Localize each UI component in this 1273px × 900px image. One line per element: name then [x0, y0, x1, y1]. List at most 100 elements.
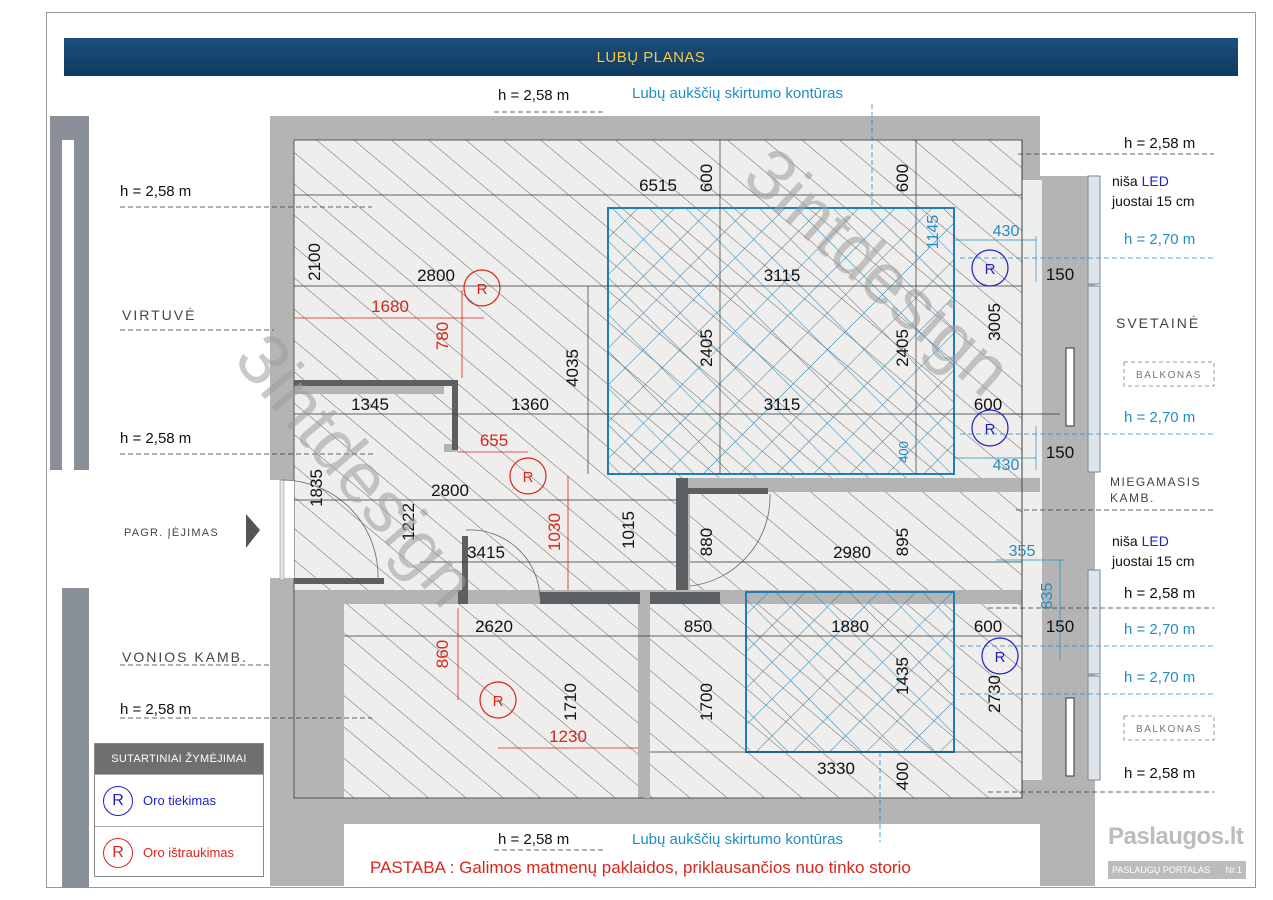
- svg-text:150: 150: [1046, 617, 1074, 636]
- svg-text:1030: 1030: [545, 513, 564, 551]
- legend-exhaust: R Oro ištraukimas: [95, 826, 263, 878]
- contour-leaders: [871, 104, 1214, 842]
- svg-text:R: R: [523, 469, 534, 486]
- brand-name: Paslaugos.lt: [1108, 823, 1244, 850]
- legend-box: SUTARTINIAI ŽYMĖJIMAI R Oro tiekimas R O…: [94, 743, 264, 877]
- svg-text:juostai 15 cm: juostai 15 cm: [1111, 553, 1194, 569]
- room-labels: VIRTUVĖ SVETAINĖ MIEGAMASIS KAMB. PAGR. …: [122, 306, 1201, 665]
- svg-text:600: 600: [974, 395, 1002, 414]
- svg-text:R: R: [477, 281, 488, 298]
- svg-text:h = 2,58 m: h = 2,58 m: [498, 831, 569, 848]
- svg-text:850: 850: [684, 617, 712, 636]
- svg-text:3330: 3330: [817, 759, 855, 778]
- vent-supply-bedroom: R: [981, 637, 1019, 675]
- svg-text:h = 2,58 m: h = 2,58 m: [1124, 585, 1195, 602]
- svg-text:1710: 1710: [561, 683, 580, 721]
- svg-text:2620: 2620: [475, 617, 513, 636]
- svg-text:6515: 6515: [639, 176, 677, 195]
- svg-text:600: 600: [974, 617, 1002, 636]
- led-niche-note-bottom: niša LED juostai 15 cm: [1111, 533, 1194, 569]
- svg-text:niša LED: niša LED: [1112, 173, 1169, 189]
- svg-text:1222: 1222: [399, 503, 418, 541]
- raised-ceiling-living: [607, 207, 955, 475]
- svg-text:R: R: [493, 693, 504, 710]
- bottom-gap: [344, 824, 1040, 886]
- svg-text:juostai 15 cm: juostai 15 cm: [1111, 193, 1194, 209]
- svg-text:h = 2,70 m: h = 2,70 m: [1124, 231, 1195, 248]
- balcony-tag-top: BALKONAS: [1123, 361, 1215, 387]
- svg-text:430: 430: [993, 223, 1020, 240]
- svg-text:h = 2,58 m: h = 2,58 m: [1124, 135, 1195, 152]
- brand-logo[interactable]: Paslaugos.lt PASLAUGŲ PORTALAS Nr.1: [1108, 823, 1246, 881]
- vent-exhaust-hall: R: [509, 457, 547, 495]
- svg-text:h = 2,58 m: h = 2,58 m: [498, 87, 569, 104]
- svg-text:niša LED: niša LED: [1112, 533, 1169, 549]
- legend-exhaust-label: Oro ištraukimas: [143, 845, 235, 860]
- led-niche-note-top: niša LED juostai 15 cm: [1111, 173, 1194, 209]
- bottom-right-wall: [1040, 824, 1095, 886]
- svg-text:150: 150: [1046, 443, 1074, 462]
- exhaust-vent-icon: R: [103, 837, 133, 868]
- svg-text:h = 2,58 m: h = 2,58 m: [120, 183, 191, 200]
- svg-text:SVETAINĖ: SVETAINĖ: [1116, 314, 1200, 331]
- vent-exhaust-kitchen: R: [463, 269, 501, 307]
- svg-text:880: 880: [697, 528, 716, 556]
- svg-text:Lubų aukščių skirtumo kontūras: Lubų aukščių skirtumo kontūras: [632, 831, 843, 848]
- svg-text:1680: 1680: [371, 297, 409, 316]
- svg-text:R: R: [985, 261, 996, 278]
- bath-door-swing: [465, 529, 541, 599]
- svg-text:1700: 1700: [697, 683, 716, 721]
- dimension-texts: 6515 2800 3115 1345 1360 3115 600 150 15…: [351, 176, 1074, 778]
- svg-text:Lubų aukščių skirtumo kontūras: Lubų aukščių skirtumo kontūras: [632, 85, 843, 102]
- svg-text:895: 895: [893, 528, 912, 556]
- contour-dimension-texts: 430 430 1145 400 355 835: [896, 215, 1056, 610]
- svg-text:1230: 1230: [549, 727, 587, 746]
- svg-text:VONIOS KAMB.: VONIOS KAMB.: [122, 649, 248, 665]
- svg-text:4035: 4035: [563, 349, 582, 387]
- dimension-texts-vertical: 2100 600 600 4035 2405 2405 3005 1835 12…: [305, 164, 1004, 790]
- raised-ceiling-bedroom: [745, 591, 955, 753]
- svg-text:h = 2,58 m: h = 2,58 m: [120, 701, 191, 718]
- legend-heading: SUTARTINIAI ŽYMĖJIMAI: [95, 744, 263, 774]
- svg-text:3115: 3115: [764, 266, 801, 285]
- bedroom-door-swing: [689, 493, 771, 587]
- svg-text:2100: 2100: [305, 243, 324, 281]
- height-leaders: [120, 111, 1214, 851]
- svg-text:400: 400: [893, 762, 912, 790]
- svg-text:MIEGAMASIS: MIEGAMASIS: [1110, 475, 1201, 489]
- notch-top-right: [1040, 116, 1100, 176]
- vent-supply-living-1: R: [971, 249, 1009, 287]
- svg-text:600: 600: [893, 164, 912, 192]
- brand-sub-label: PASLAUGŲ PORTALAS: [1112, 865, 1211, 875]
- svg-text:355: 355: [1009, 543, 1036, 560]
- left-wall-lower: [62, 588, 89, 888]
- svg-text:2405: 2405: [893, 329, 912, 367]
- svg-text:VIRTUVĖ: VIRTUVĖ: [122, 306, 196, 323]
- svg-text:KAMB.: KAMB.: [1110, 491, 1155, 505]
- svg-text:150: 150: [1046, 265, 1074, 284]
- svg-text:780: 780: [433, 322, 452, 350]
- windows: [1065, 175, 1101, 781]
- svg-text:2980: 2980: [833, 543, 871, 562]
- brand-subtitle: PASLAUGŲ PORTALAS Nr.1: [1108, 861, 1246, 879]
- svg-text:3115: 3115: [764, 395, 801, 414]
- height-labels: h = 2,58 m h = 2,58 m h = 2,58 m h = 2,5…: [120, 87, 1195, 848]
- bedroom-wall: [1022, 478, 1040, 492]
- legend-supply: R Oro tiekimas: [95, 774, 263, 826]
- balcony-tag-bottom: BALKONAS: [1123, 715, 1215, 741]
- svg-text:600: 600: [697, 164, 716, 192]
- svg-text:R: R: [995, 649, 1006, 666]
- svg-text:h = 2,70 m: h = 2,70 m: [1124, 409, 1195, 426]
- internal-walls: [294, 380, 768, 604]
- entrance-door-swing: [281, 479, 379, 579]
- svg-text:1360: 1360: [511, 395, 549, 414]
- svg-text:h = 2,58 m: h = 2,58 m: [120, 430, 191, 447]
- svg-text:BALKONAS: BALKONAS: [1136, 370, 1202, 381]
- svg-text:h = 2,70 m: h = 2,70 m: [1124, 621, 1195, 638]
- entrance-door: [279, 479, 285, 581]
- svg-text:1345: 1345: [351, 395, 389, 414]
- svg-text:400: 400: [896, 441, 911, 463]
- svg-text:835: 835: [1039, 583, 1056, 610]
- plan-title: LUBŲ PLANAS: [64, 38, 1238, 76]
